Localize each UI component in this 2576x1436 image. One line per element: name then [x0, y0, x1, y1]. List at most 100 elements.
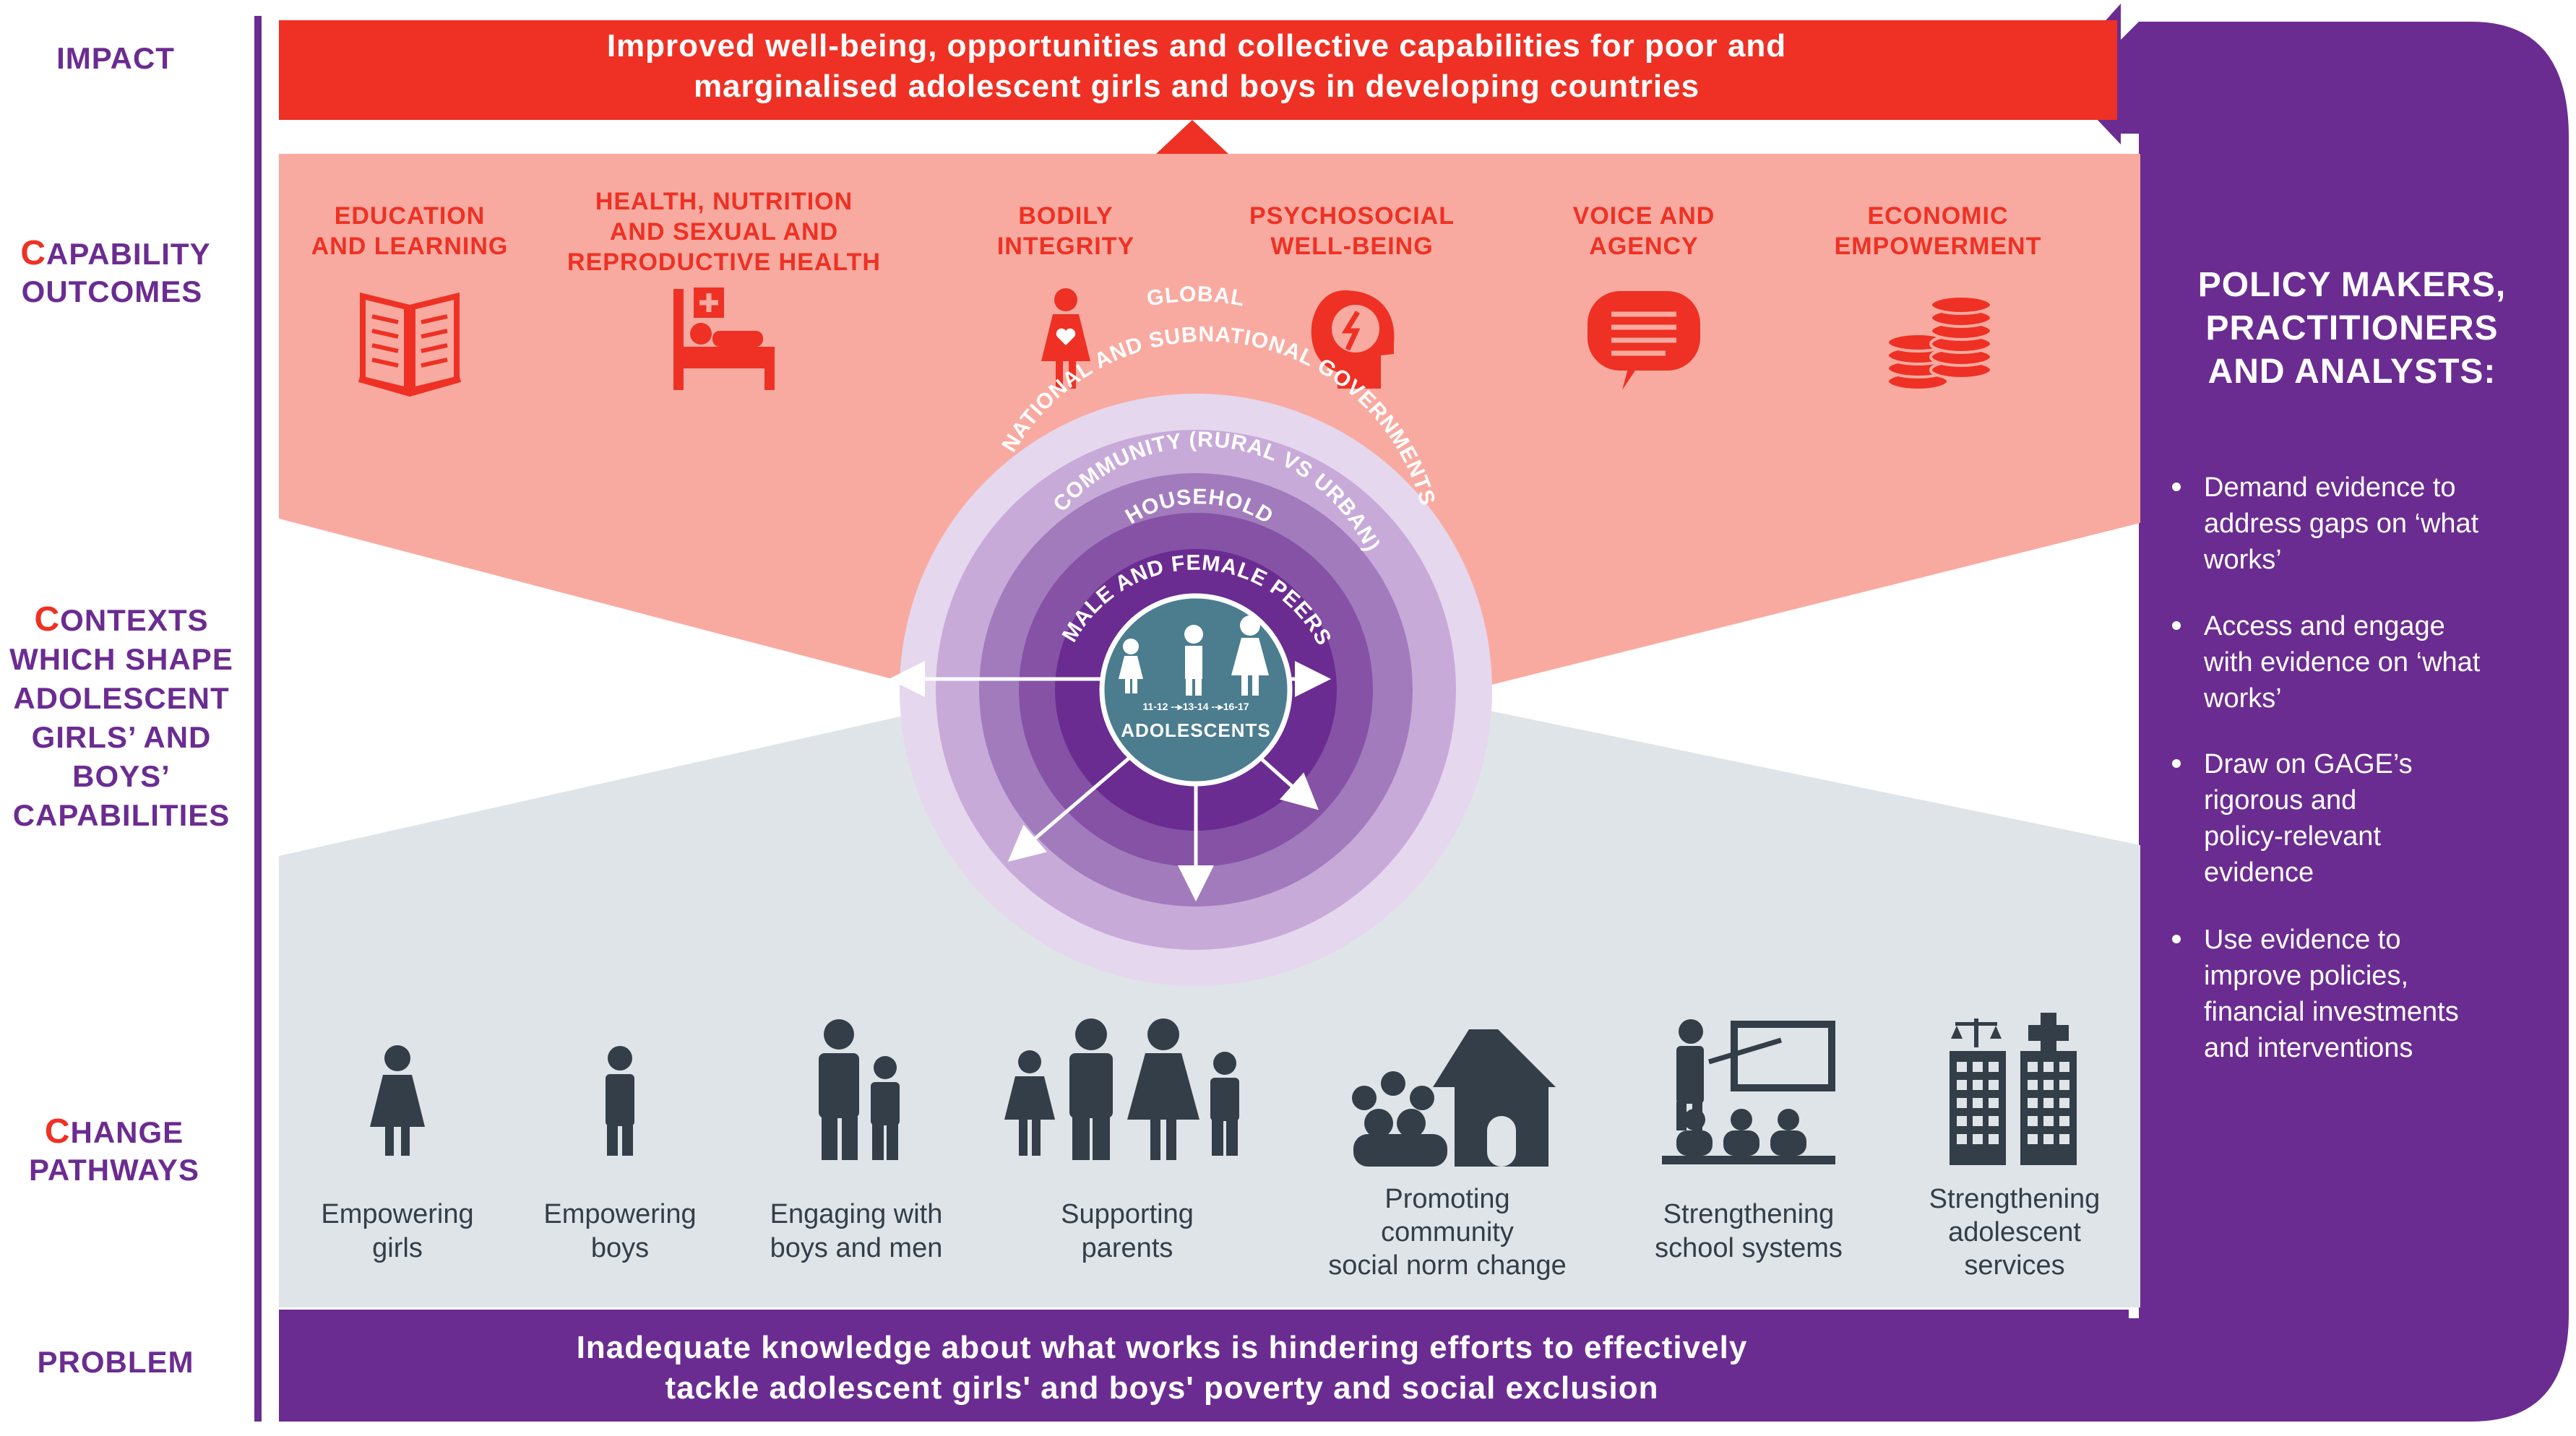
family-icon: [1004, 1018, 1239, 1160]
book-icon: [358, 292, 462, 397]
pathway-empowering-boys: Empowering boys: [543, 1046, 697, 1263]
pathway-engaging-men: Engaging with boys and men: [770, 1019, 943, 1263]
bullet-line: address gaps on ‘what: [2204, 509, 2479, 539]
pathway-label-line: parents: [1082, 1233, 1173, 1263]
svg-text:CAPABILITY: CAPABILITY: [20, 234, 210, 272]
impact-pointer: [1156, 120, 1228, 154]
services-buildings-icon: [1950, 1013, 2077, 1165]
policy-bullet: Use evidence to improve policies, financ…: [2172, 925, 2459, 1063]
contexts-line-1: ONTEXTS: [60, 603, 208, 637]
head-brain-icon: [1311, 290, 1395, 389]
contexts-line-4: GIRLS’ AND: [32, 720, 212, 754]
row-label-capability: CAPABILITY OUTCOMES: [20, 234, 210, 308]
pathway-label-line: community: [1381, 1217, 1514, 1247]
svg-text:CONTEXTS: CONTEXTS: [34, 600, 208, 639]
impact-banner: [279, 20, 2114, 120]
contexts-line-2: WHICH SHAPE: [9, 642, 233, 676]
contexts-initial: C: [34, 600, 60, 639]
policy-audience: POLICY MAKERS, PRACTITIONERS AND ANALYST…: [2172, 266, 2505, 1063]
speech-bubble-icon: [1588, 291, 1700, 390]
girl-icon: [370, 1045, 425, 1156]
pathway-label-line: girls: [372, 1233, 423, 1263]
bullet-line: Use evidence to: [2204, 925, 2401, 955]
svg-text:CHANGE: CHANGE: [45, 1112, 184, 1151]
pathway-label-line: boys and men: [770, 1233, 943, 1263]
contexts-line-6: CAPABILITIES: [13, 798, 231, 832]
capability-initial: C: [20, 234, 46, 272]
classroom-icon: [1662, 1019, 1835, 1164]
capability-health: HEALTH, NUTRITION AND SEXUAL AND REPRODU…: [567, 188, 881, 390]
capability-label-line: PSYCHOSOCIAL: [1249, 202, 1455, 230]
problem-banner: [279, 1310, 2129, 1422]
row-label-contexts: CONTEXTS WHICH SHAPE ADOLESCENT GIRLS’ A…: [9, 600, 233, 832]
policy-bullet: Draw on GAGE’s rigorous and policy-relev…: [2172, 749, 2413, 888]
bullet-line: improve policies,: [2204, 961, 2408, 991]
capability-education: EDUCATION AND LEARNING: [311, 202, 509, 397]
pathway-supporting-parents: Supporting parents: [1004, 1018, 1239, 1263]
bullet-line: policy-relevant: [2204, 821, 2381, 852]
man-and-boy-icon: [819, 1019, 900, 1160]
bullet-line: Draw on GAGE’s: [2204, 749, 2413, 779]
change-initial: C: [45, 1112, 71, 1151]
pathway-community-norms: Promoting community social norm change: [1328, 1029, 1567, 1281]
change-line-1: HANGE: [70, 1115, 184, 1149]
capability-economic: ECONOMIC EMPOWERMENT: [1835, 202, 2042, 392]
left-divider: [254, 16, 262, 1422]
bullet-line: works’: [2203, 545, 2282, 575]
bullet-line: Demand evidence to: [2204, 472, 2456, 503]
pathway-label-line: adolescent: [1948, 1217, 2081, 1247]
hospital-bed-icon: [673, 287, 775, 390]
policy-heading-line: AND ANALYSTS:: [2208, 352, 2497, 391]
boy-icon: [606, 1046, 634, 1156]
capability-label-line: AND SEXUAL AND: [610, 218, 838, 246]
problem-line-2: tackle adolescent girls' and boys' pover…: [665, 1370, 1658, 1406]
bullet-line: rigorous and: [2204, 785, 2356, 816]
capability-label-line: REPRODUCTIVE HEALTH: [567, 248, 881, 276]
pathway-adolescent-services: Strengthening adolescent services: [1929, 1013, 2101, 1281]
capability-psychosocial: PSYCHOSOCIAL WELL-BEING: [1249, 202, 1455, 389]
pathway-label-line: Strengthening: [1929, 1184, 2101, 1214]
pathway-label-line: Promoting: [1384, 1184, 1509, 1214]
row-label-problem: PROBLEM: [38, 1345, 194, 1379]
contexts-line-5: BOYS’: [72, 759, 171, 793]
capability-label-line: EDUCATION: [335, 202, 486, 230]
adolescent-ages: 11-12 --▸13-14 --▸16-17: [1142, 701, 1249, 712]
bullet-dot: [2172, 759, 2181, 768]
pathway-label-line: Engaging with: [770, 1199, 943, 1229]
capability-label-line: INTEGRITY: [997, 233, 1134, 260]
bullet-line: financial investments: [2204, 997, 2459, 1027]
row-label-impact: IMPACT: [56, 41, 175, 75]
bullet-line: with evidence on ‘what: [2203, 647, 2481, 678]
capability-label-line: VOICE AND: [1573, 202, 1715, 230]
capability-label-line: ECONOMIC: [1868, 202, 2009, 230]
capability-label-line: EMPOWERMENT: [1835, 233, 2042, 260]
bullet-dot: [2172, 935, 2181, 943]
coins-icon: [1886, 295, 1993, 392]
capability-label-line: AND LEARNING: [311, 233, 509, 260]
pathway-label-line: services: [1964, 1250, 2064, 1281]
bullet-line: works’: [2203, 683, 2282, 714]
bullet-line: evidence: [2204, 857, 2314, 888]
capability-label-line: AGENCY: [1589, 233, 1698, 260]
capability-label-line: BODILY: [1018, 202, 1113, 230]
pathway-empowering-girls: Empowering girls: [321, 1045, 474, 1263]
capability-voice: VOICE AND AGENCY: [1573, 202, 1715, 390]
policy-bullet: Access and engage with evidence on ‘what…: [2172, 611, 2481, 714]
pathway-label-line: social norm change: [1328, 1250, 1567, 1281]
bullet-dot: [2172, 621, 2181, 630]
capability-label-line: WELL-BEING: [1270, 233, 1433, 260]
girl-heart-icon: [1041, 288, 1090, 389]
pathway-label-line: Empowering: [321, 1199, 473, 1229]
capability-line-2: OUTCOMES: [22, 274, 203, 308]
bullet-line: Access and engage: [2204, 611, 2445, 641]
arrow-down-right: [1259, 757, 1319, 810]
pathway-label-line: boys: [591, 1233, 649, 1263]
pathway-school-systems: Strengthening school systems: [1655, 1019, 1843, 1263]
capability-line-1: APABILITY: [46, 237, 211, 271]
change-line-2: PATHWAYS: [29, 1153, 199, 1187]
pathway-label-line: Empowering: [543, 1199, 696, 1229]
row-label-change: CHANGE PATHWAYS: [29, 1112, 199, 1187]
pathway-label-line: Supporting: [1061, 1199, 1194, 1229]
